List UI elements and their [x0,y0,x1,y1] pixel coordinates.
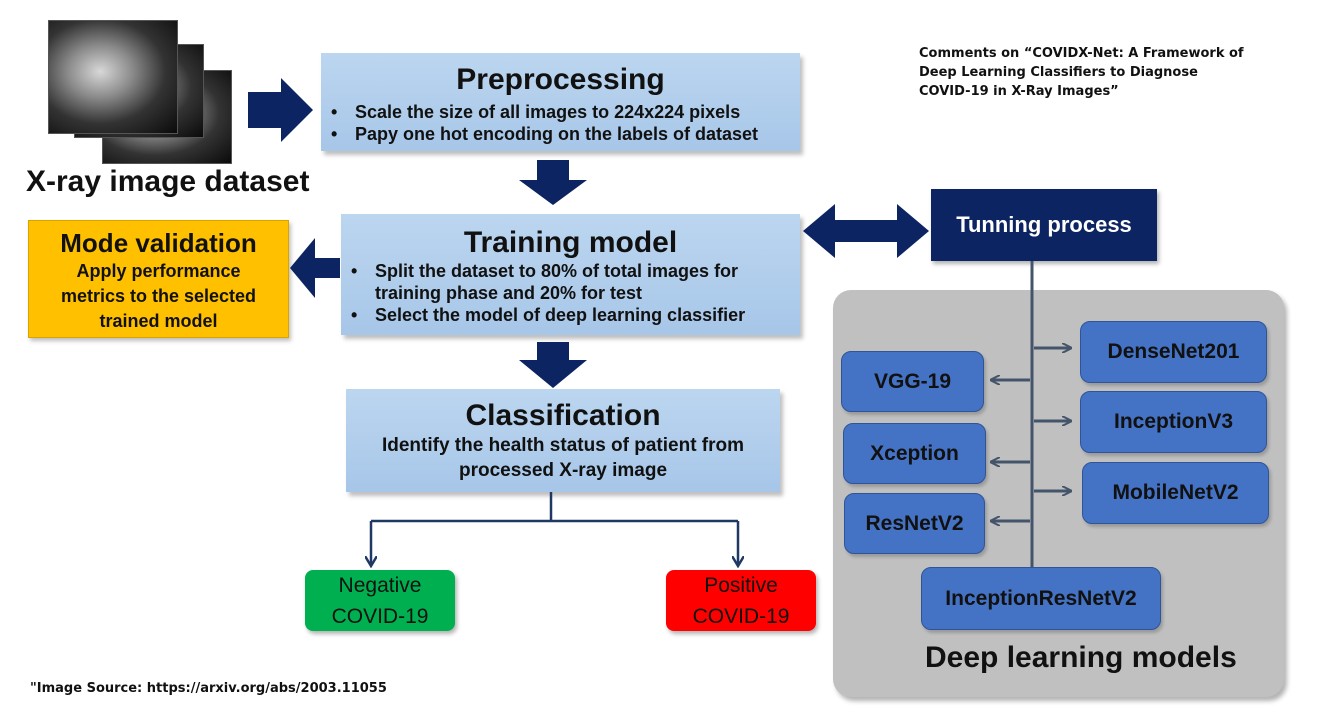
model-inceptionresnetv2: InceptionResNetV2 [921,567,1161,630]
training-title: Training model [463,226,678,259]
training-bullet-1-line-2: training phase and 20% for test [375,283,643,303]
preprocessing-bullet: Papy one hot encoding on the labels of d… [321,123,800,145]
classification-connectors [371,492,738,565]
negative-line-2: COVID-19 [331,605,429,628]
model-mobilenetv2: MobileNetV2 [1082,462,1269,524]
training-bullet: Select the model of deep learning classi… [341,304,800,326]
validation-title: Mode validation [60,228,257,258]
model-xception: Xception [843,423,986,484]
arrow-training-tuning-double [803,204,929,258]
classification-title: Classification [465,399,661,432]
validation-line-1: Apply performance [76,261,241,281]
training-bullet: Split the dataset to 80% of total images… [341,260,800,304]
model-densenet201: DenseNet201 [1080,321,1267,383]
comment-line-2: Deep Learning Classifiers to Diagnose [919,65,1198,80]
comment-line-3: COVID-19 in X-Ray Images” [919,84,1119,99]
preprocessing-bullet: Scale the size of all images to 224x224 … [321,101,800,123]
negative-covid-box: Negative COVID-19 [305,570,455,631]
arrow-training-to-classification [519,342,587,388]
comment-note: Comments on “COVIDX-Net: A Framework of … [919,44,1244,101]
classification-box: Classification Identify the health statu… [346,389,780,492]
models-connectors [992,261,1070,570]
model-label: InceptionResNetV2 [945,586,1137,610]
model-label: Xception [870,441,959,465]
preprocessing-box: Preprocessing Scale the size of all imag… [321,53,800,151]
models-panel-title: Deep learning models [925,641,1237,674]
model-label: ResNetV2 [865,511,964,535]
arrow-dataset-to-preprocessing [248,78,313,142]
model-label: VGG-19 [873,369,952,393]
validation-line-2: metrics to the selected [60,286,257,306]
classification-line-1: Identify the health status of patient fr… [381,435,745,456]
dataset-label: X-ray image dataset [26,165,310,198]
comment-line-1: Comments on “COVIDX-Net: A Framework of [919,46,1244,61]
validation-line-3: trained model [99,311,218,331]
tuning-process-box: Tunning process [931,189,1157,261]
model-resnetv2: ResNetV2 [844,493,985,554]
preprocessing-title: Preprocessing [456,63,665,96]
training-bullets: Split the dataset to 80% of total images… [341,260,800,326]
training-bullet-1-line-1: Split the dataset to 80% of total images… [375,261,739,281]
mode-validation-box: Mode validation Apply performance metric… [28,220,289,338]
training-model-box: Training model Split the dataset to 80% … [341,214,800,335]
positive-covid-box: Positive COVID-19 [666,570,816,631]
arrow-preprocessing-to-training [519,160,587,205]
preprocessing-bullets: Scale the size of all images to 224x224 … [321,101,800,145]
model-vgg19: VGG-19 [841,351,984,412]
model-label: DenseNet201 [1107,340,1240,363]
positive-line-1: Positive [704,574,778,597]
tuning-label: Tunning process [956,212,1132,237]
classification-line-2: processed X-ray image [458,460,668,481]
model-label: MobileNetV2 [1112,481,1239,504]
model-label: InceptionV3 [1113,410,1234,433]
arrow-training-to-validation [290,238,340,298]
positive-line-2: COVID-19 [692,605,790,628]
model-inceptionv3: InceptionV3 [1080,391,1267,453]
negative-line-1: Negative [338,574,422,597]
xray-image-1 [48,20,178,134]
image-source-text: "Image Source: https://arxiv.org/abs/200… [30,681,387,696]
